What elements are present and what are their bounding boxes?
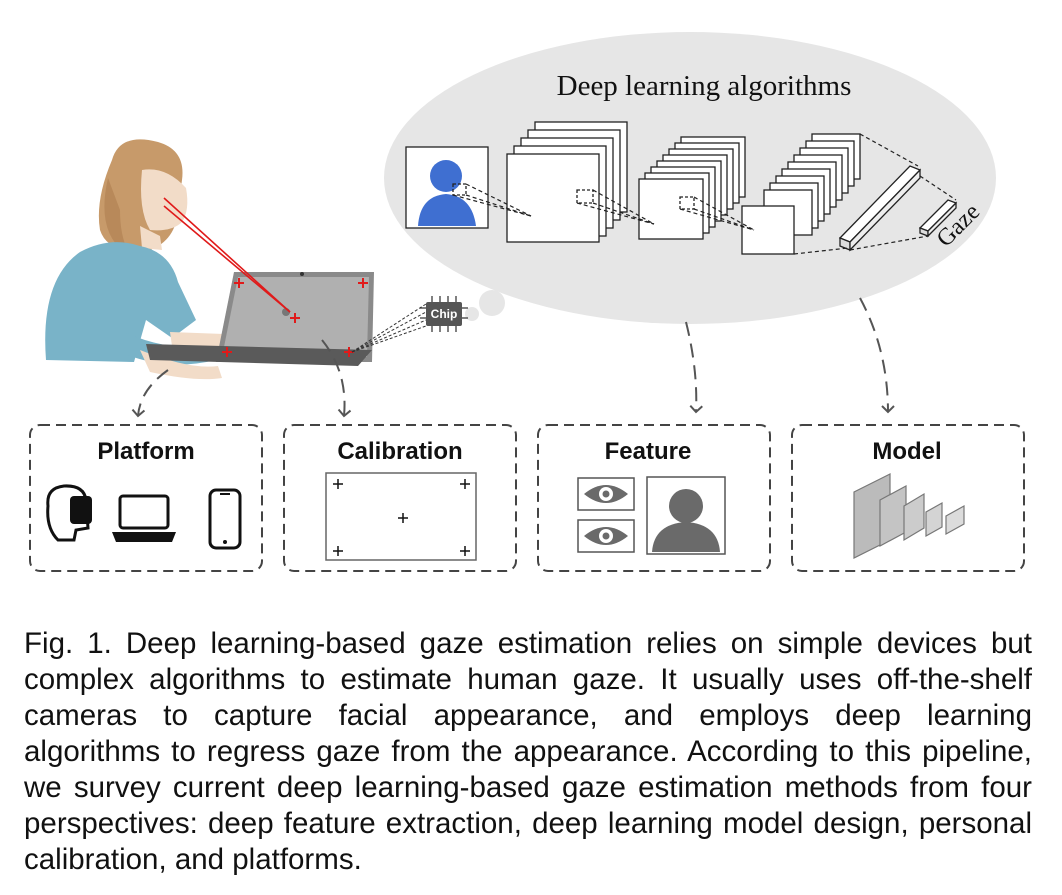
panel-model: Model xyxy=(791,424,1025,572)
calibration-markers xyxy=(333,479,470,556)
person-illustration xyxy=(45,139,226,380)
eye-icon xyxy=(577,477,635,511)
vr-headset-icon xyxy=(46,484,92,542)
gaze-rays xyxy=(163,197,291,313)
panel-platform: Platform xyxy=(29,424,263,572)
chip-connectors xyxy=(351,303,427,353)
eye-icon xyxy=(577,519,635,553)
cnn-architecture xyxy=(405,121,958,255)
panel-title-calibration: Calibration xyxy=(337,438,462,465)
pipeline-figure: Deep learning algorithms xyxy=(29,32,1025,572)
face-silhouette-icon xyxy=(646,476,726,555)
cnn-connectors xyxy=(452,133,957,255)
cloud-title: Deep learning algorithms xyxy=(557,70,852,102)
panel-title-model: Model xyxy=(872,438,941,465)
laptop-icon xyxy=(112,494,176,542)
panel-title-platform: Platform xyxy=(97,438,194,465)
figure-caption: Fig. 1. Deep learning-based gaze estimat… xyxy=(24,627,1032,876)
panel-calibration: Calibration xyxy=(283,424,517,572)
pipeline-arrows xyxy=(131,297,895,418)
cnn-layers-icon xyxy=(853,473,965,559)
chip-label: Chip xyxy=(431,307,458,321)
calibration-screen xyxy=(325,472,477,561)
panel-title-feature: Feature xyxy=(605,438,692,465)
chip-icon: Chip xyxy=(420,296,468,332)
calibration-markers-screen xyxy=(222,278,368,357)
panel-feature: Feature xyxy=(537,424,771,572)
phone-icon xyxy=(208,488,242,550)
